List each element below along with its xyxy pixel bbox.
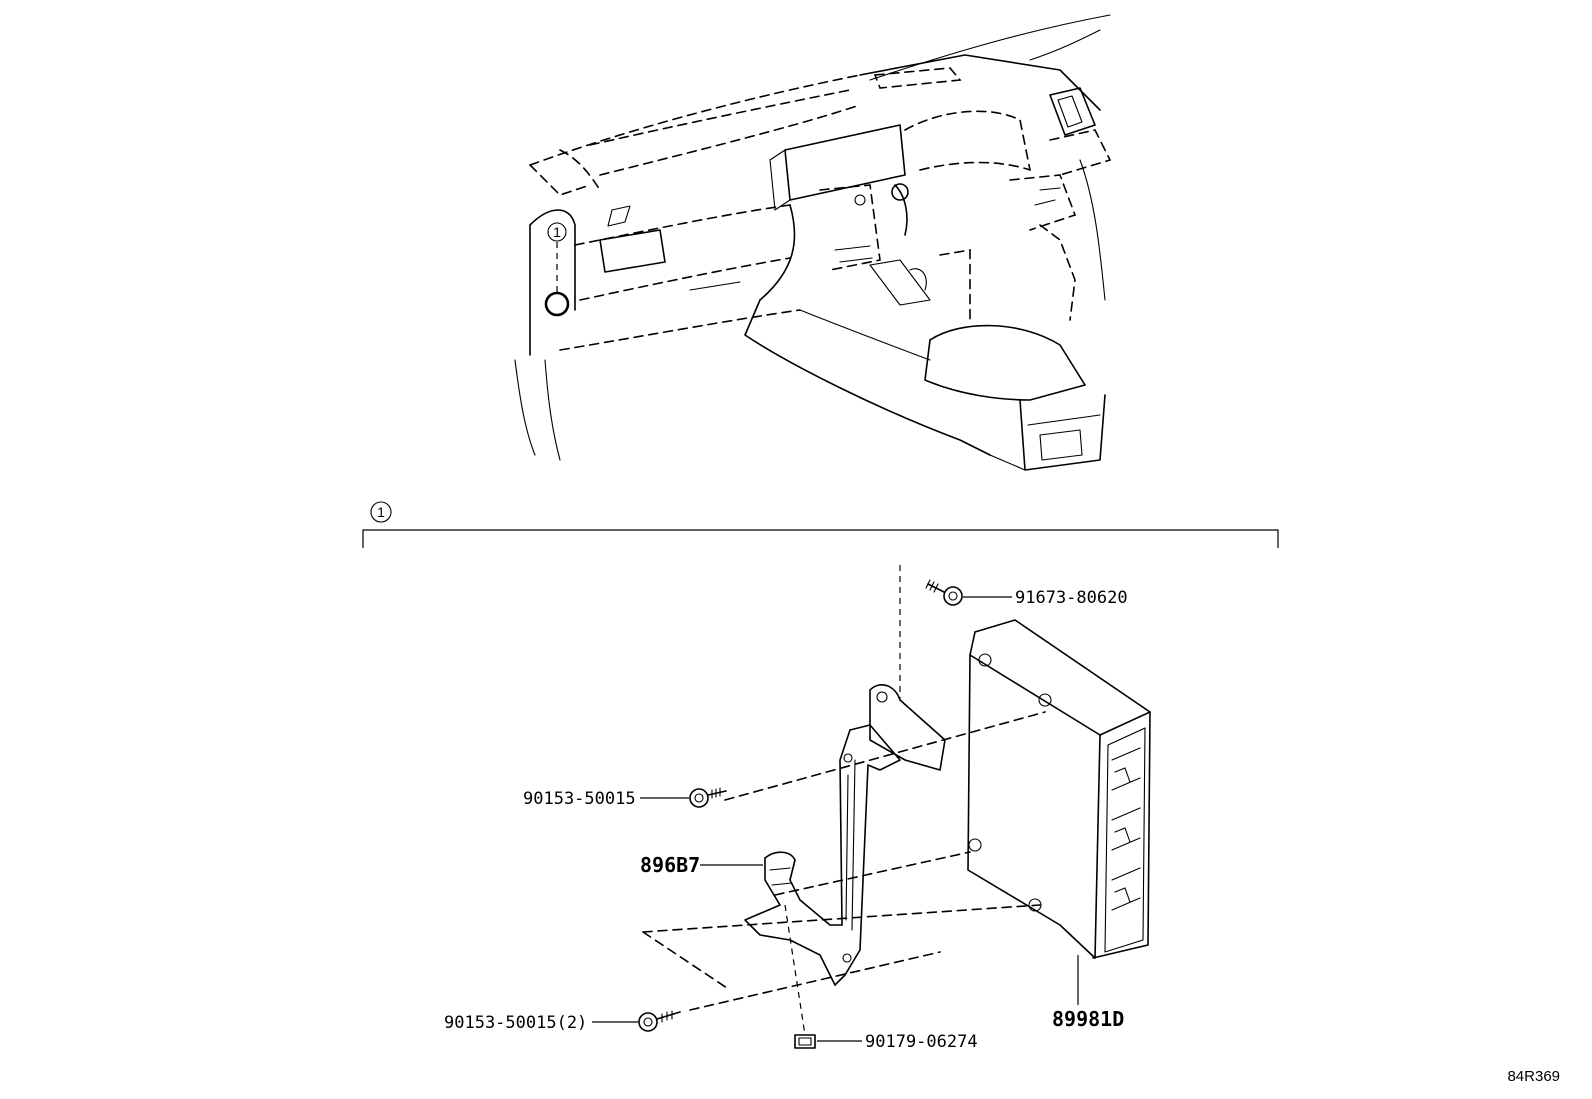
instrument-panel-illustration: 1 [514,14,1112,471]
callout-group-bracket: 1 [362,501,1279,548]
callout-number-overview: 1 [553,224,561,240]
ecu-box [967,619,1151,959]
bracket-896B7 [744,684,946,986]
label-90153-50015: 90153-50015 [523,789,636,809]
label-896B7: 896B7 [640,853,700,877]
ecu-location-marker [544,291,570,317]
label-90179-06274: 90179-06274 [865,1032,978,1052]
diagram-reference-code: 84R369 [1507,1068,1560,1085]
clip-nut-icon [794,1034,816,1049]
callout-circle-overview [547,222,567,242]
label-91673-80620: 91673-80620 [1015,588,1128,608]
label-89981D: 89981D [1052,1007,1124,1031]
callout-number-detail: 1 [377,504,385,520]
ecu-detail-illustration: 91673-80620 89981D [444,565,1151,1052]
screw-top-icon [925,579,963,606]
label-90153-50015-2: 90153-50015(2) [444,1013,587,1033]
bolt-upper-icon [689,787,727,808]
bolt-lower-icon [638,1010,681,1032]
